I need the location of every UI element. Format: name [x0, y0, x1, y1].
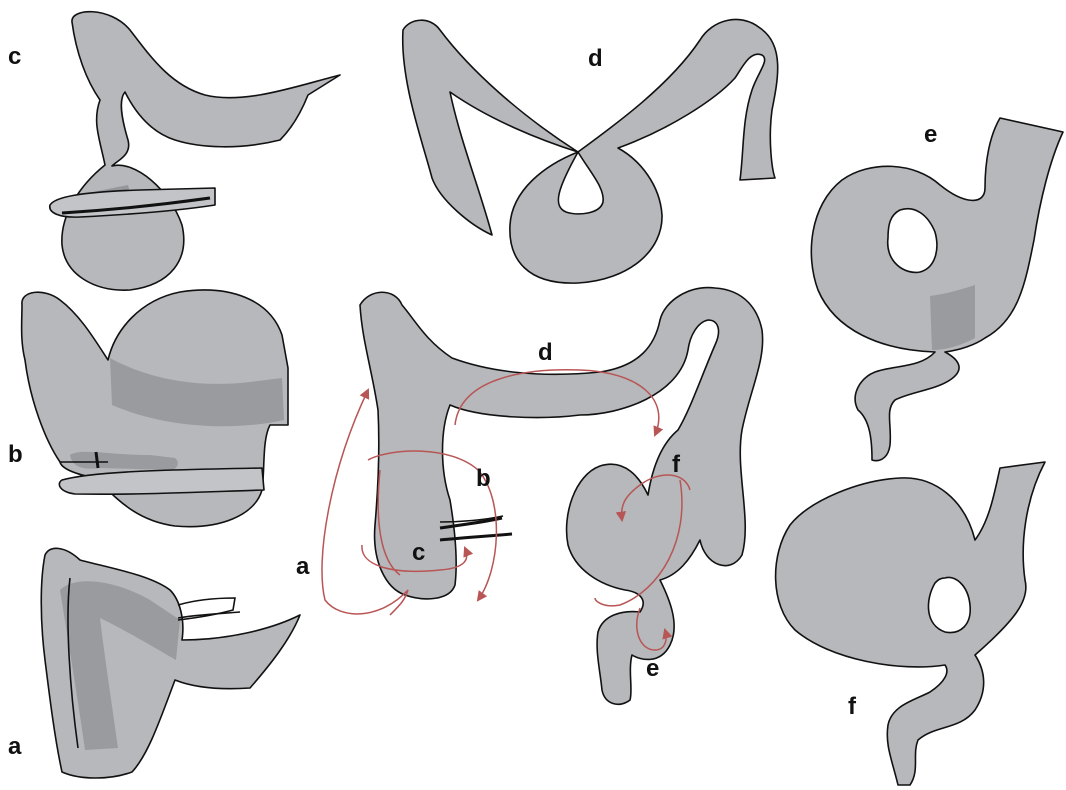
- center-c-label: c: [412, 539, 425, 566]
- center-a-label: a: [296, 553, 310, 580]
- panel-d-label: d: [588, 45, 603, 72]
- panel-d-illustration: d: [403, 19, 778, 283]
- panel-b-illustration: b: [8, 290, 288, 527]
- center-tube-illustration: [360, 288, 763, 705]
- center-b-label: b: [476, 465, 491, 492]
- panel-a-label: a: [8, 733, 22, 760]
- panel-b-label: b: [8, 441, 23, 468]
- center-d-label: d: [538, 339, 553, 366]
- panel-a-illustration: a: [8, 548, 300, 778]
- panel-f-label: f: [848, 693, 857, 720]
- panel-e-illustration: e: [811, 118, 1063, 461]
- center-e-label: e: [646, 655, 659, 682]
- panel-c-label: c: [8, 43, 21, 70]
- panel-c-illustration: c: [8, 12, 340, 290]
- panel-e-label: e: [924, 121, 937, 148]
- center-f-label: f: [672, 451, 681, 478]
- panel-f-illustration: f: [776, 462, 1045, 785]
